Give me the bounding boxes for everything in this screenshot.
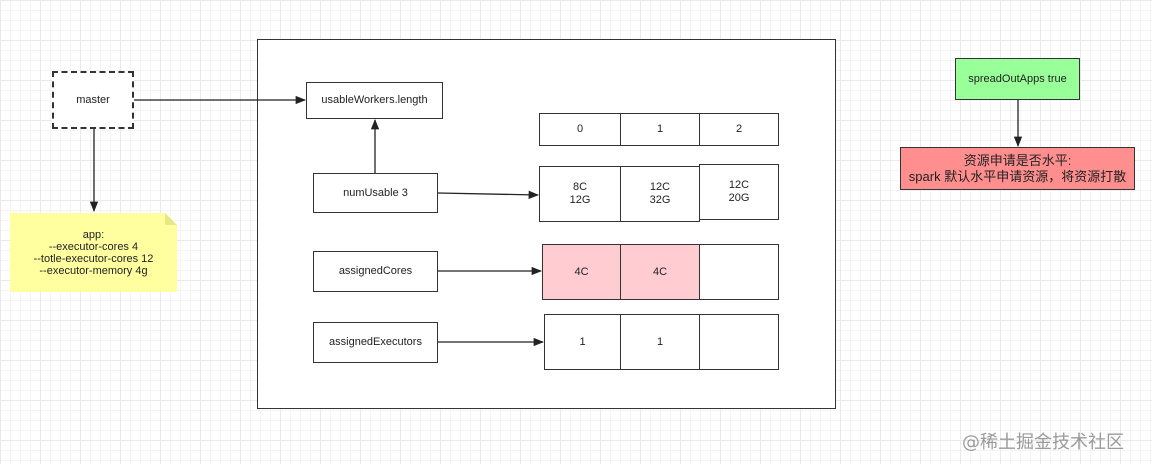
worker-resource-cell: 12C 20G [699,164,779,220]
usable-workers-node[interactable]: usableWorkers.length [306,82,443,119]
worker-index-cell: 0 [539,113,621,146]
assigned-cores-value: 4C [652,265,668,278]
assigned-executors-cell [699,314,779,370]
arrow-num-usable-to-resources [437,190,540,199]
assigned-cores-cell [699,244,779,300]
assigned-executors-cell: 1 [620,314,700,370]
spread-out-apps-node[interactable]: spreadOutApps true [955,58,1080,100]
worker-index-value: 2 [735,123,743,135]
worker-resource-cell: 12C 32G [620,166,700,222]
usable-workers-label: usableWorkers.length [321,94,428,106]
master-node[interactable]: master [52,71,134,129]
num-usable-label: numUsable 3 [343,186,408,199]
assigned-executors-value: 1 [656,335,664,348]
worker-resource-value: 8C 12G [569,181,591,206]
app-note-text: app: --executor-cores 4 --totle-executor… [33,228,154,277]
assigned-executors-cell: 1 [544,314,621,370]
resource-policy-label: 资源申请是否水平: spark 默认水平申请资源，将资源打散 [908,152,1127,184]
assigned-executors-value: 1 [579,335,586,348]
worker-resource-cell: 8C 12G [539,166,621,222]
assigned-executors-node[interactable]: assignedExecutors [313,322,438,363]
num-usable-node[interactable]: numUsable 3 [313,173,438,213]
app-note: app: --executor-cores 4 --totle-executor… [10,213,177,292]
worker-index-cell: 2 [699,113,779,146]
worker-index-cell: 1 [620,113,700,146]
assigned-cores-node[interactable]: assignedCores [313,251,438,292]
assigned-executors-label: assignedExecutors [329,336,422,348]
resource-policy-node[interactable]: 资源申请是否水平: spark 默认水平申请资源，将资源打散 [900,147,1135,190]
watermark: @稀土掘金技术社区 [962,432,1124,453]
spread-out-apps-label: spreadOutApps true [968,72,1067,85]
assigned-cores-label: assignedCores [338,265,413,277]
worker-index-value: 0 [576,123,584,135]
worker-index-value: 1 [656,123,664,135]
assigned-cores-cell: 4C [542,244,621,300]
worker-resource-value: 12C 20G [728,179,750,204]
master-label: master [76,93,110,106]
assigned-cores-value: 4C [574,265,589,278]
worker-resource-value: 12C 32G [649,181,671,206]
